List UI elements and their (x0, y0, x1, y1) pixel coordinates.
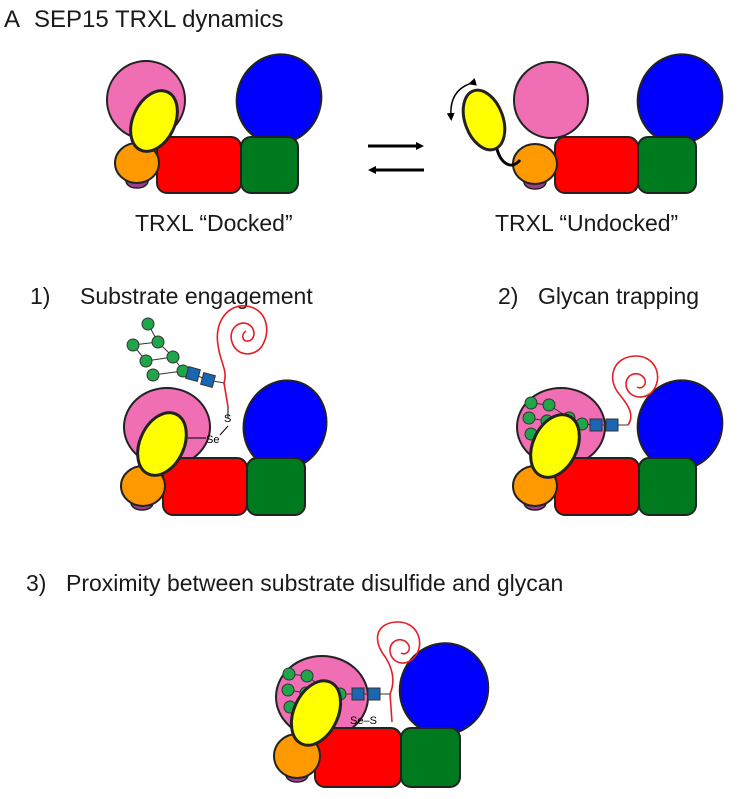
substrate-polypeptide (611, 355, 659, 426)
yellow-trxl-domain (136, 411, 188, 477)
figure-title: SEP15 TRXL dynamics (34, 6, 284, 33)
step-1-diagram: S Se (120, 305, 328, 516)
step-1-number: 1) (30, 283, 51, 309)
selenium-label: Se (206, 434, 219, 446)
yellow-trxl-domain (289, 679, 343, 747)
pink-domain (513, 61, 589, 139)
step-3-number: 3) (26, 570, 47, 596)
rotation-arrow-icon (446, 78, 477, 121)
equilibrium-arrows-icon (368, 142, 424, 174)
step-1-label: Substrate engagement (80, 283, 313, 309)
green-domain (246, 457, 306, 516)
red-domain (554, 136, 639, 194)
substrate-polypeptide (376, 621, 421, 695)
step-2-label: Glycan trapping (538, 283, 700, 309)
step-3-diagram: Se–S (273, 621, 490, 788)
green-domain (240, 136, 299, 194)
step-3-label: Proximity between substrate disulfide an… (66, 570, 564, 596)
green-domain (400, 727, 461, 788)
sulfur-label: S (224, 413, 231, 425)
red-domain (162, 457, 248, 516)
substrate-polypeptide (216, 305, 268, 384)
glycan-tree (126, 317, 225, 388)
step-2-number: 2) (498, 283, 519, 309)
docked-protein (106, 53, 323, 194)
red-domain (156, 136, 242, 194)
undocked-protein (446, 53, 724, 194)
se-s-bond-label: Se–S (350, 715, 377, 727)
yellow-trxl-domain (129, 89, 179, 153)
green-domain (637, 136, 697, 194)
green-domain (638, 457, 697, 516)
yellow-trxl-domain (461, 88, 507, 152)
orange-domain (512, 143, 558, 185)
docked-label: TRXL “Docked” (135, 210, 293, 236)
yellow-trxl-domain (529, 413, 581, 479)
step-2-diagram (512, 355, 724, 516)
panel-letter: A (4, 6, 21, 33)
undocked-label: TRXL “Undocked” (495, 210, 679, 236)
